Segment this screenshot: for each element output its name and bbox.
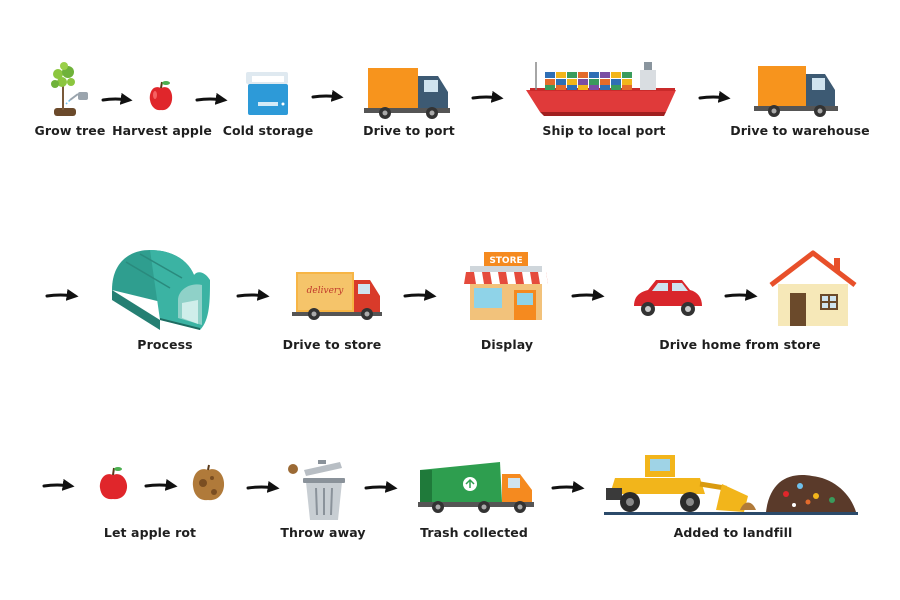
step-label-ship-to-local-port: Ship to local port [542, 123, 666, 138]
house-icon [769, 250, 857, 326]
cooler-box-icon [246, 72, 288, 115]
flow-arrows-row-3 [42, 478, 585, 493]
box-truck-icon [364, 68, 450, 119]
flow-arrows-row-1 [101, 89, 731, 105]
step-label-process: Process [137, 337, 193, 352]
bulldozer-landfill-icon [604, 455, 858, 515]
step-label-trash-collected: Trash collected [420, 525, 528, 540]
store-sign-text: STORE [489, 256, 522, 266]
step-label-drive-to-store: Drive to store [282, 337, 382, 352]
red-car-icon [634, 280, 702, 316]
flow-arrows-row-2 [45, 288, 758, 301]
step-label-drive-home-from-store: Drive home from store [659, 337, 821, 352]
delivery-truck-icon: delivery [292, 272, 382, 320]
red-apple-icon [149, 81, 173, 111]
step-label-drive-to-warehouse: Drive to warehouse [730, 123, 870, 138]
step-label-grow-tree: Grow tree [34, 123, 106, 138]
step-label-drive-to-port: Drive to port [363, 123, 455, 138]
step-label-cold-storage: Cold storage [222, 123, 314, 138]
step-label-let-apple-rot: Let apple rot [103, 525, 197, 540]
box-truck-icon [754, 66, 838, 117]
step-label-harvest-apple: Harvest apple [112, 123, 212, 138]
apple-and-rotten-apple-icon [99, 464, 225, 501]
step-label-throw-away: Throw away [280, 525, 366, 540]
trash-can-icon [288, 460, 345, 520]
truck-delivery-text: delivery [307, 286, 345, 296]
car-and-house-icon [634, 250, 857, 326]
container-ship-icon [526, 62, 676, 116]
storefront-icon: STORE [464, 252, 548, 320]
sapling-with-watering-can-icon [51, 62, 88, 116]
warehouse-hangar-icon [112, 250, 210, 330]
ship-containers [545, 72, 632, 90]
step-label-added-to-landfill: Added to landfill [673, 525, 793, 540]
garbage-truck-icon [418, 462, 534, 513]
step-label-display: Display [480, 337, 534, 352]
